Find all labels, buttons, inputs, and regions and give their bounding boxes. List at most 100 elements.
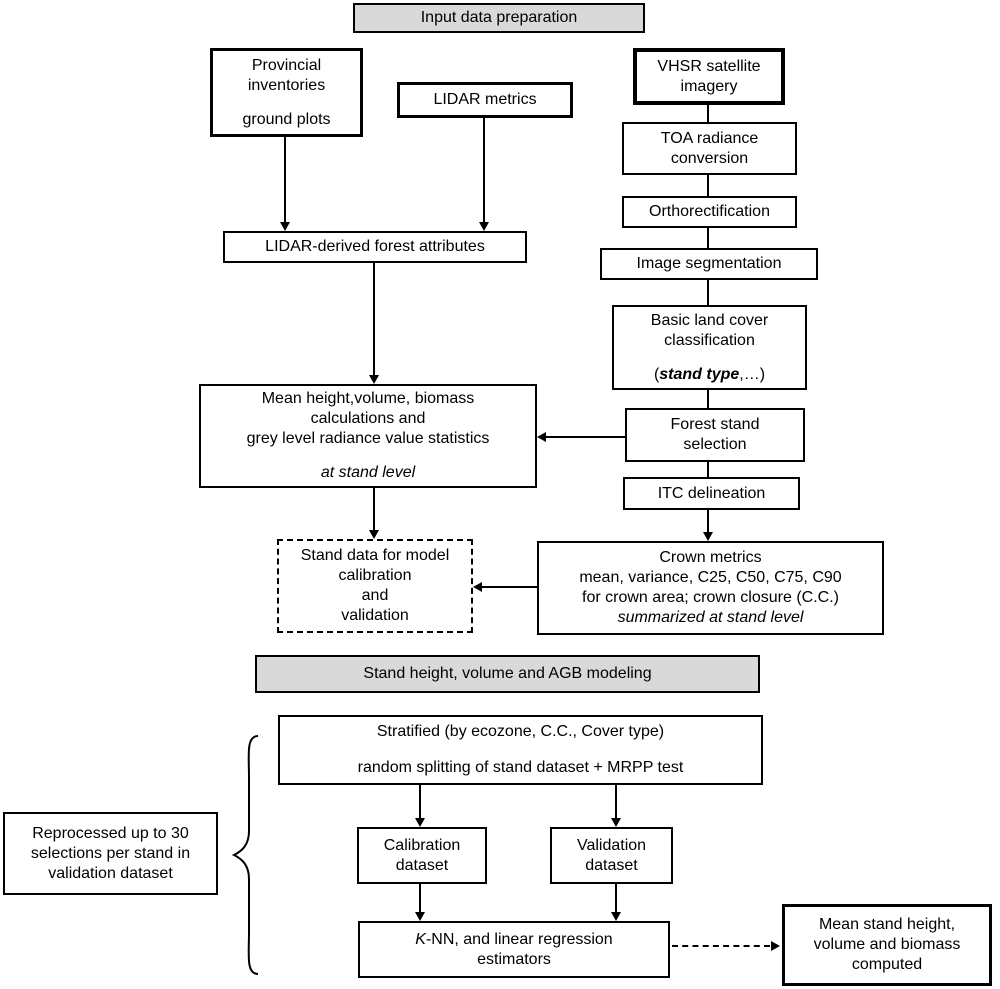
node-line: calculations and <box>310 410 426 427</box>
section-bar-label: Input data preparation <box>420 9 578 26</box>
connector-knn-output <box>672 945 770 947</box>
connector-meancalc-standdata <box>373 488 375 531</box>
connector-stratified-calibration <box>419 785 421 819</box>
node-line: LIDAR-derived forest attributes <box>265 238 485 255</box>
node-line: computed <box>851 956 923 973</box>
node-image-segmentation: Image segmentation <box>600 248 818 280</box>
node-line: Calibration <box>383 836 461 854</box>
node-line: calibration <box>338 567 412 584</box>
node-line: selections per stand in <box>30 844 191 862</box>
node-line: ITC delineation <box>657 484 766 502</box>
node-lidar-metrics: LIDAR metrics <box>397 82 573 118</box>
node-line: random splitting of stand dataset + MRPP… <box>357 759 684 776</box>
node-calibration-dataset: Calibration dataset <box>357 827 487 884</box>
node-lidar-derived-attributes: LIDAR-derived forest attributes <box>223 231 527 263</box>
node-line: TOA radiance <box>660 129 759 147</box>
connector-toa-ortho <box>707 175 709 196</box>
node-validation-dataset: Validation dataset <box>550 827 673 884</box>
arrowhead-itc-crownmetrics <box>703 532 713 541</box>
node-line: conversion <box>670 149 749 167</box>
node-basic-land-cover: Basic land cover classification (stand t… <box>612 305 807 390</box>
connector-stratified-validation <box>615 785 617 819</box>
section-bar-input-preparation: Input data preparation <box>353 3 645 33</box>
connector-segmentation-landcover <box>707 280 709 305</box>
connector-calibration-knn <box>419 884 421 913</box>
arrowhead-lidarmetrics-lidarderived <box>479 222 489 231</box>
connector-ortho-segmentation <box>707 228 709 248</box>
node-line: K-NN, and linear regression <box>415 930 612 950</box>
node-reprocessed-note: Reprocessed up to 30 selections per stan… <box>3 812 218 895</box>
node-orthorectification: Orthorectification <box>622 196 797 228</box>
connector-lidarderived-meancalc <box>373 263 375 377</box>
node-line: selection <box>683 436 747 453</box>
arrowhead-lidarderived-meancalc <box>369 375 379 384</box>
arrowhead-crownmetrics-standdata <box>473 582 482 592</box>
arrowhead-knn-output <box>771 941 780 951</box>
section-bar-label: Stand height, volume and AGB modeling <box>363 665 652 682</box>
node-line: Image segmentation <box>636 255 782 272</box>
node-line: mean, variance, C25, C50, C75, C90 <box>579 569 842 586</box>
knn-k: K <box>415 930 426 948</box>
node-mean-calculations: Mean height,volume, biomass calculations… <box>199 384 537 488</box>
node-line: VHSR satellite <box>657 57 761 75</box>
arrowhead-meancalc-standdata <box>369 530 379 539</box>
node-line: Orthorectification <box>649 203 770 220</box>
node-line: and <box>361 587 389 604</box>
arrowhead-validation-knn <box>611 912 621 921</box>
connector-validation-knn <box>615 884 617 913</box>
node-line: Mean stand height, <box>818 916 956 933</box>
node-output-computed: Mean stand height, volume and biomass co… <box>782 904 992 986</box>
node-crown-metrics: Crown metrics mean, variance, C25, C50, … <box>537 541 884 635</box>
node-toa-radiance: TOA radiance conversion <box>622 122 797 175</box>
connector-itc-crownmetrics <box>707 510 709 534</box>
node-note: at stand level <box>320 464 416 481</box>
node-line: Basic land cover <box>650 311 769 329</box>
node-stand-data-calibration-validation: Stand data for model calibration and val… <box>277 539 473 633</box>
arrowhead-foreststand-meancalc <box>537 432 546 442</box>
stand-type-emphasis: stand type <box>659 365 740 383</box>
node-knn-estimators: K-NN, and linear regression estimators <box>358 921 670 978</box>
connector-vhsr-toa <box>707 105 709 122</box>
connector-lidarmetrics-lidarderived <box>483 118 485 224</box>
node-line: estimators <box>477 950 551 968</box>
node-note: summarized at stand level <box>617 609 804 626</box>
node-vhsr-imagery: VHSR satellite imagery <box>633 48 785 105</box>
node-line: Stand data for model <box>300 547 450 564</box>
node-line: Forest stand <box>670 416 760 433</box>
node-line: (stand type,…) <box>654 365 765 385</box>
node-line: Stratified (by ecozone, C.C., Cover type… <box>376 723 665 740</box>
knn-rest: -NN, and linear regression <box>425 930 613 948</box>
node-line: validation <box>341 607 409 624</box>
node-line: dataset <box>585 856 638 874</box>
node-stratified-splitting: Stratified (by ecozone, C.C., Cover type… <box>278 715 763 785</box>
node-provincial-inventories: Provincial inventories ground plots <box>210 48 363 137</box>
connector-provincial-lidarderived <box>284 137 286 224</box>
node-line: Provincial <box>251 56 322 74</box>
node-line: ground plots <box>242 110 331 128</box>
arrowhead-stratified-calibration <box>415 818 425 827</box>
node-line: Crown metrics <box>659 549 762 566</box>
node-line: Mean height,volume, biomass <box>261 390 475 407</box>
connector-foreststand-itc <box>707 462 709 477</box>
connector-crownmetrics-standdata <box>482 586 537 588</box>
node-line: imagery <box>680 77 738 95</box>
node-line: Reprocessed up to 30 <box>32 824 189 842</box>
node-line: grey level radiance value statistics <box>246 430 490 447</box>
node-itc-delineation: ITC delineation <box>623 477 800 510</box>
arrowhead-calibration-knn <box>415 912 425 921</box>
paren-open: ( <box>653 365 660 383</box>
connector-foreststand-meancalc <box>546 436 625 438</box>
node-line: classification <box>664 331 755 349</box>
node-line: dataset <box>395 856 449 874</box>
node-line: inventories <box>247 76 326 94</box>
arrowhead-provincial-lidarderived <box>280 222 290 231</box>
paren-close: ,…) <box>739 365 766 383</box>
arrowhead-stratified-validation <box>611 818 621 827</box>
node-line: for crown area; crown closure (C.C.) <box>582 589 839 606</box>
section-bar-modeling: Stand height, volume and AGB modeling <box>255 655 760 693</box>
connector-landcover-foreststand <box>707 390 709 408</box>
node-forest-stand-selection: Forest stand selection <box>625 408 805 462</box>
curly-brace <box>231 735 259 975</box>
node-line: LIDAR metrics <box>433 91 537 108</box>
